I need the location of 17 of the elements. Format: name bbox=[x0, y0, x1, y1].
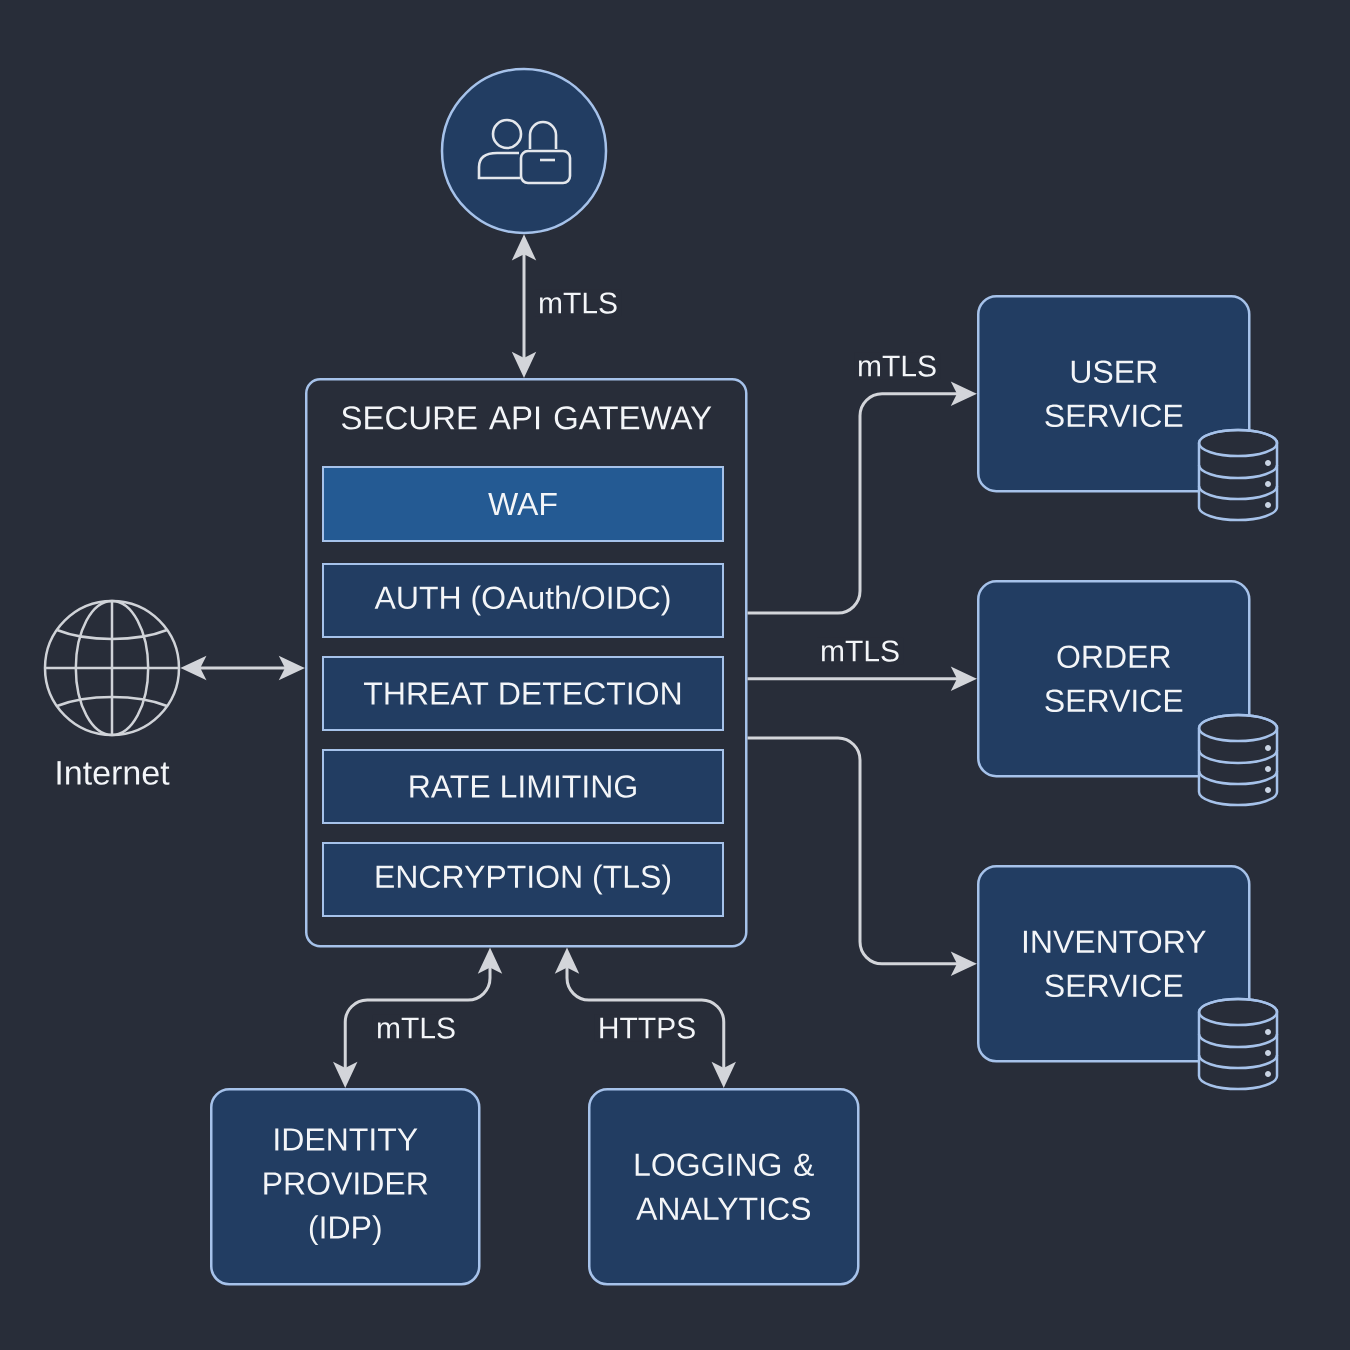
edge-label: mTLS bbox=[373, 1014, 459, 1042]
edge-label: mTLS bbox=[817, 637, 903, 665]
edge-label: mTLS bbox=[854, 352, 940, 380]
service-box: USER SERVICE bbox=[977, 295, 1251, 493]
layer-box: WAF bbox=[322, 466, 724, 542]
service-box: INVENTORY SERVICE bbox=[977, 865, 1251, 1063]
node-label: Internet bbox=[57, 761, 170, 785]
layer-box: ENCRYPTION (TLS) bbox=[322, 842, 724, 917]
layer-box: AUTH (OAuth/OIDC) bbox=[322, 563, 724, 638]
edge-label: mTLS bbox=[535, 289, 621, 317]
layer-box: THREAT DETECTION bbox=[322, 656, 724, 731]
layer-box: RATE LIMITING bbox=[322, 749, 724, 824]
service-box: ORDER SERVICE bbox=[977, 580, 1251, 778]
service-box: LOGGING & ANALYTICS bbox=[588, 1088, 860, 1286]
user-circle bbox=[440, 67, 608, 235]
service-box: IDENTITY PROVIDER (IDP) bbox=[210, 1088, 481, 1286]
edge-label: HTTPS bbox=[594, 1014, 700, 1042]
